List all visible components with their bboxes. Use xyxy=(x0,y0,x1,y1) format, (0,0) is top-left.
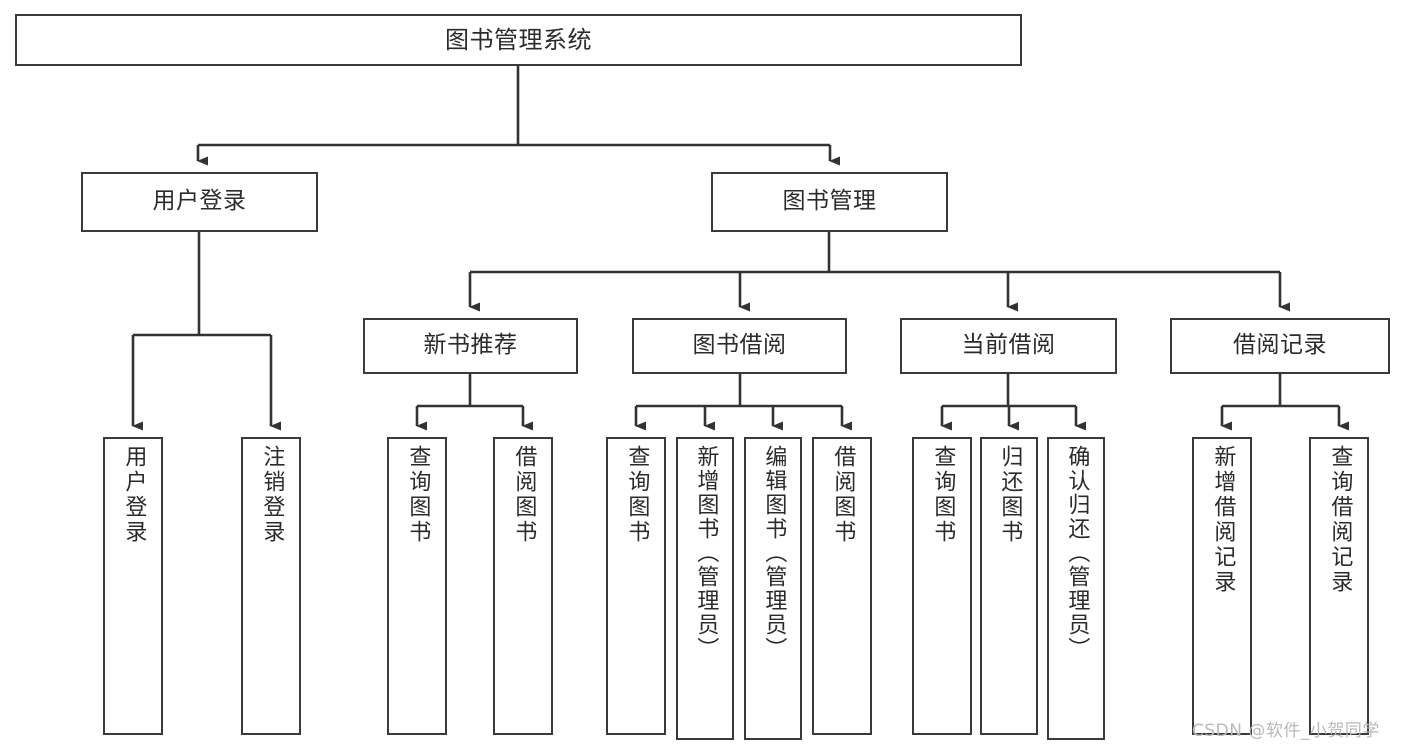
node-leaf-edit-book-label: 编辑图书（管理员） xyxy=(761,445,787,661)
node-root-label: 图书管理系统 xyxy=(445,25,592,54)
node-leaf-logout[interactable]: 注销登录 xyxy=(241,437,301,735)
node-leaf-return-book[interactable]: 归还图书 xyxy=(980,437,1038,735)
node-leaf-query-record[interactable]: 查询借阅记录 xyxy=(1309,437,1369,735)
node-root[interactable]: 图书管理系统 xyxy=(15,14,1022,66)
node-leaf-borrow-book-2-label: 借阅图书 xyxy=(830,445,856,545)
node-leaf-return-book-label: 归还图书 xyxy=(997,445,1023,545)
node-borrow-record[interactable]: 借阅记录 xyxy=(1170,318,1390,374)
node-book-borrow-label: 图书借阅 xyxy=(692,332,787,359)
node-user-login-label: 用户登录 xyxy=(152,188,247,215)
node-leaf-query-book-1-label: 查询图书 xyxy=(405,445,431,545)
node-book-borrow[interactable]: 图书借阅 xyxy=(632,318,847,374)
node-leaf-add-book-label: 新增图书（管理员） xyxy=(693,445,719,661)
node-leaf-query-book-3-label: 查询图书 xyxy=(930,445,956,545)
node-user-login[interactable]: 用户登录 xyxy=(81,172,318,232)
node-current-borrow-label: 当前借阅 xyxy=(961,332,1056,359)
node-current-borrow[interactable]: 当前借阅 xyxy=(900,318,1117,374)
node-leaf-user-login[interactable]: 用户登录 xyxy=(103,437,163,735)
node-leaf-confirm-return[interactable]: 确认归还（管理员） xyxy=(1047,437,1105,740)
node-leaf-query-book-1[interactable]: 查询图书 xyxy=(387,437,447,735)
node-leaf-logout-label: 注销登录 xyxy=(259,445,285,545)
node-leaf-confirm-return-label: 确认归还（管理员） xyxy=(1064,445,1090,661)
node-book-manage[interactable]: 图书管理 xyxy=(711,172,948,232)
node-new-book-rec-label: 新书推荐 xyxy=(423,332,518,359)
node-leaf-borrow-book-1[interactable]: 借阅图书 xyxy=(493,437,553,735)
node-leaf-user-login-label: 用户登录 xyxy=(121,445,147,545)
node-leaf-add-record[interactable]: 新增借阅记录 xyxy=(1192,437,1252,735)
node-leaf-add-record-label: 新增借阅记录 xyxy=(1210,445,1236,595)
node-leaf-query-book-2[interactable]: 查询图书 xyxy=(606,437,666,735)
node-leaf-add-book[interactable]: 新增图书（管理员） xyxy=(676,437,734,740)
node-leaf-borrow-book-1-label: 借阅图书 xyxy=(511,445,537,545)
node-leaf-edit-book[interactable]: 编辑图书（管理员） xyxy=(744,437,802,740)
node-leaf-query-book-3[interactable]: 查询图书 xyxy=(912,437,972,735)
csdn-watermark: CSDN @软件_小贺同学 xyxy=(1192,721,1380,741)
node-leaf-borrow-book-2[interactable]: 借阅图书 xyxy=(812,437,872,735)
node-leaf-query-record-label: 查询借阅记录 xyxy=(1327,445,1353,595)
node-borrow-record-label: 借阅记录 xyxy=(1233,332,1327,359)
node-new-book-rec[interactable]: 新书推荐 xyxy=(363,318,578,374)
node-leaf-query-book-2-label: 查询图书 xyxy=(624,445,650,545)
node-book-manage-label: 图书管理 xyxy=(782,188,877,215)
